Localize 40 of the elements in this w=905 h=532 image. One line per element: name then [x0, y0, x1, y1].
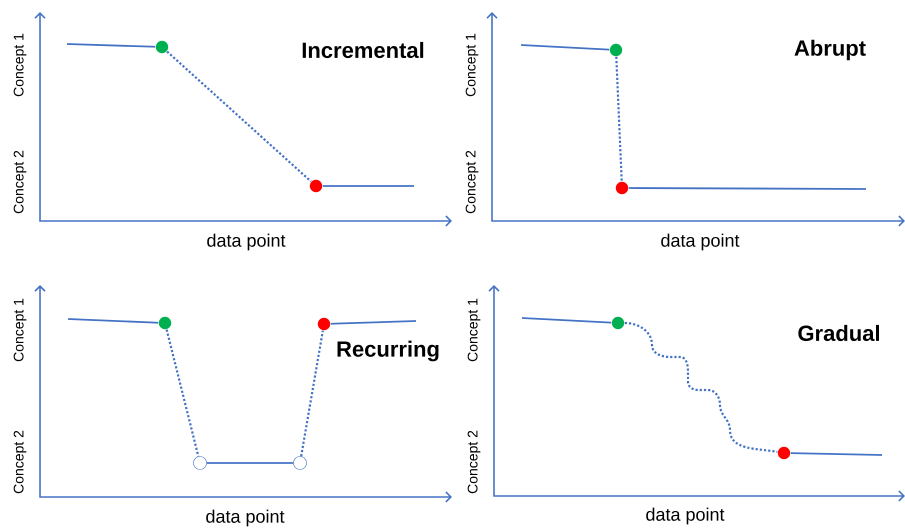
y-axis-label: Concept 1 [14, 34, 26, 96]
connector-line [166, 50, 312, 182]
connector-line [68, 318, 158, 324]
y-axis-label: Concept 2 [14, 150, 26, 214]
dot-marker [615, 181, 629, 195]
x-axis-label: data point [207, 234, 286, 250]
panel-title: Recurring [338, 340, 438, 362]
connector-line [615, 56, 623, 182]
panel-title: Incremental [302, 42, 424, 58]
dot-marker [293, 456, 307, 470]
y-axis-label: Concept 2 [466, 150, 478, 214]
connector-line [322, 185, 414, 187]
connector-line [624, 322, 778, 453]
y-axis-label: Concept 1 [14, 298, 26, 362]
y-axis-label: Concept 1 [466, 34, 478, 96]
x-axis-label: data point [661, 234, 740, 250]
x-axis-label: data point [206, 510, 284, 526]
dot-marker [158, 316, 172, 330]
dot-marker [777, 446, 791, 460]
x-axis-label: data point [646, 508, 724, 524]
connector-line [330, 320, 416, 325]
connector-line [300, 330, 324, 456]
connector-line [206, 462, 294, 464]
dot-marker [609, 43, 623, 57]
connector-line [66, 43, 156, 48]
dot-marker [193, 456, 207, 470]
dot-marker [155, 40, 169, 54]
y-axis-label: Concept 1 [468, 298, 480, 362]
dot-marker [317, 317, 331, 331]
y-axis-label: Concept 2 [14, 430, 26, 494]
y-axis-label: Concept 2 [468, 430, 480, 494]
connector-line [628, 187, 866, 190]
panel-title: Gradual [798, 324, 879, 342]
dot-marker [309, 179, 323, 193]
panel-title: Abrupt [794, 40, 866, 60]
connector-line [166, 329, 200, 457]
connector-line [520, 44, 610, 51]
connector-line [790, 452, 882, 456]
dot-marker [611, 316, 625, 330]
connector-line [522, 317, 612, 324]
